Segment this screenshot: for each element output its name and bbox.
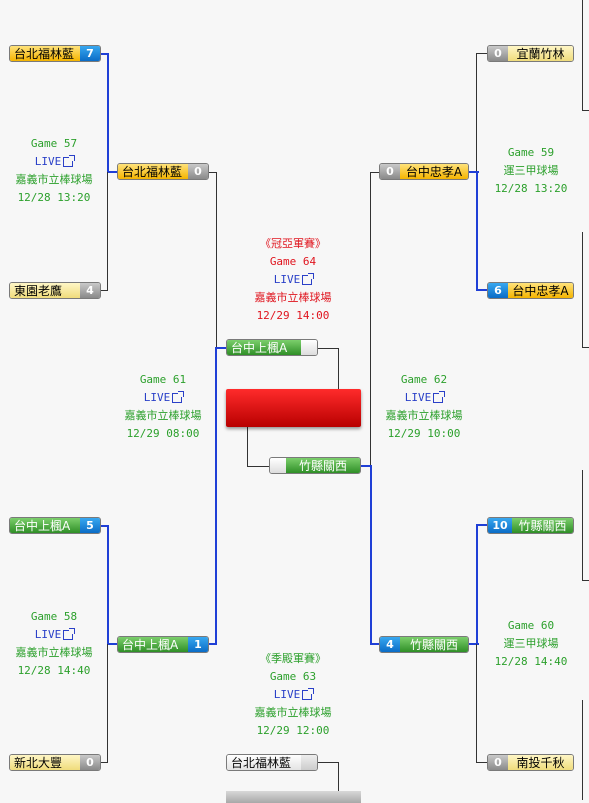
team-name: 台北福林藍 — [118, 164, 188, 179]
live-link[interactable]: LIVE — [109, 389, 217, 407]
game-time: 12/28 13:20 — [494, 182, 568, 195]
team-score: 7 — [80, 46, 100, 61]
game-venue: 嘉義市立棒球場 — [254, 291, 332, 304]
team-name: 竹縣關西 — [512, 518, 573, 533]
team-name: 台北福林藍 — [227, 755, 301, 770]
game-number: Game 60 — [507, 619, 555, 632]
game-venue: 嘉義市立棒球場 — [15, 646, 93, 659]
game-venue: 嘉義市立棒球場 — [15, 173, 93, 186]
third-place-box — [226, 791, 361, 803]
team-slot[interactable]: 竹縣關西 4 — [379, 636, 469, 653]
game-time: 12/28 14:40 — [494, 655, 568, 668]
third-place-game-info: 《季殿軍賽》 Game 63 LIVE 嘉義市立棒球場 12/29 12:00 — [233, 650, 353, 740]
team-slot[interactable]: 台北福林藍 7 — [9, 45, 101, 62]
third-place-title: 《季殿軍賽》 — [260, 652, 326, 665]
team-score: 0 — [188, 164, 208, 179]
team-name: 台中上楓A — [118, 637, 188, 652]
team-slot[interactable]: 台中上楓A 5 — [9, 517, 101, 534]
team-name: 新北大豐 — [10, 755, 80, 770]
game-number: Game 58 — [30, 610, 78, 623]
team-name: 台中忠孝A — [508, 283, 573, 298]
final-game-info: 《冠亞軍賽》 Game 64 LIVE 嘉義市立棒球場 12/29 14:00 — [233, 235, 353, 325]
team-slot[interactable]: 台北福林藍 0 — [117, 163, 209, 180]
external-link-icon[interactable] — [172, 391, 185, 403]
team-score: 0 — [488, 755, 508, 770]
game-info: Game 61 LIVE 嘉義市立棒球場 12/29 08:00 — [109, 371, 217, 443]
team-score — [301, 340, 317, 355]
external-link-icon[interactable] — [302, 273, 315, 285]
team-score: 0 — [488, 46, 508, 61]
team-score: 5 — [80, 518, 100, 533]
team-name: 宜蘭竹林 — [508, 46, 573, 61]
team-name: 竹縣關西 — [286, 458, 360, 473]
game-time: 12/29 08:00 — [126, 427, 200, 440]
game-venue: 運三甲球場 — [503, 164, 559, 177]
external-link-icon[interactable] — [433, 391, 446, 403]
live-link[interactable]: LIVE — [370, 389, 478, 407]
team-score: 10 — [488, 518, 512, 533]
game-time: 12/29 12:00 — [256, 724, 330, 737]
team-name: 台北福林藍 — [10, 46, 80, 61]
team-slot[interactable]: 南投千秋 0 — [487, 754, 574, 771]
team-name: 台中上楓A — [10, 518, 80, 533]
game-venue: 嘉義市立棒球場 — [254, 706, 332, 719]
game-number: Game 57 — [30, 137, 78, 150]
game-info: Game 58 LIVE 嘉義市立棒球場 12/28 14:40 — [0, 608, 108, 680]
game-venue: 運三甲球場 — [503, 637, 559, 650]
game-time: 12/29 14:00 — [256, 309, 330, 322]
game-time: 12/28 13:20 — [17, 191, 91, 204]
team-score: 1 — [188, 637, 208, 652]
game-number: Game 62 — [400, 373, 448, 386]
game-number: Game 61 — [139, 373, 187, 386]
team-slot[interactable]: 台北福林藍 — [226, 754, 318, 771]
team-score: 0 — [80, 755, 100, 770]
game-info: Game 62 LIVE 嘉義市立棒球場 12/29 10:00 — [370, 371, 478, 443]
external-link-icon[interactable] — [63, 628, 76, 640]
team-score: 4 — [80, 283, 100, 298]
team-slot[interactable]: 台中忠孝A 0 — [379, 163, 469, 180]
live-link[interactable]: LIVE — [233, 271, 353, 289]
game-info: Game 59 運三甲球場 12/28 13:20 — [476, 144, 586, 198]
game-number: Game 63 — [269, 670, 317, 683]
game-info: Game 57 LIVE 嘉義市立棒球場 12/28 13:20 — [0, 135, 108, 207]
champion-box — [226, 389, 361, 427]
team-slot[interactable]: 竹縣關西 — [269, 457, 361, 474]
game-venue: 嘉義市立棒球場 — [385, 409, 463, 422]
live-link[interactable]: LIVE — [233, 686, 353, 704]
team-slot[interactable]: 新北大豐 0 — [9, 754, 101, 771]
team-name: 南投千秋 — [508, 755, 573, 770]
team-score: 6 — [488, 283, 508, 298]
live-link[interactable]: LIVE — [0, 153, 108, 171]
team-slot[interactable]: 台中上楓A — [226, 339, 318, 356]
live-link[interactable]: LIVE — [0, 626, 108, 644]
team-slot[interactable]: 竹縣關西 10 — [487, 517, 574, 534]
game-info: Game 60 運三甲球場 12/28 14:40 — [476, 617, 586, 671]
game-time: 12/29 10:00 — [387, 427, 461, 440]
game-number: Game 59 — [507, 146, 555, 159]
external-link-icon[interactable] — [302, 688, 315, 700]
external-link-icon[interactable] — [63, 155, 76, 167]
game-venue: 嘉義市立棒球場 — [124, 409, 202, 422]
game-number: Game 64 — [269, 255, 317, 268]
team-name: 台中上楓A — [227, 340, 301, 355]
team-name: 東園老鷹 — [10, 283, 80, 298]
team-slot[interactable]: 宜蘭竹林 0 — [487, 45, 574, 62]
team-name: 竹縣關西 — [400, 637, 468, 652]
team-score — [301, 755, 317, 770]
team-score: 4 — [380, 637, 400, 652]
team-slot[interactable]: 台中上楓A 1 — [117, 636, 209, 653]
final-title: 《冠亞軍賽》 — [260, 237, 326, 250]
team-score — [270, 458, 286, 473]
team-slot[interactable]: 台中忠孝A 6 — [487, 282, 574, 299]
team-slot[interactable]: 東園老鷹 4 — [9, 282, 101, 299]
team-score: 0 — [380, 164, 400, 179]
team-name: 台中忠孝A — [400, 164, 468, 179]
game-time: 12/28 14:40 — [17, 664, 91, 677]
